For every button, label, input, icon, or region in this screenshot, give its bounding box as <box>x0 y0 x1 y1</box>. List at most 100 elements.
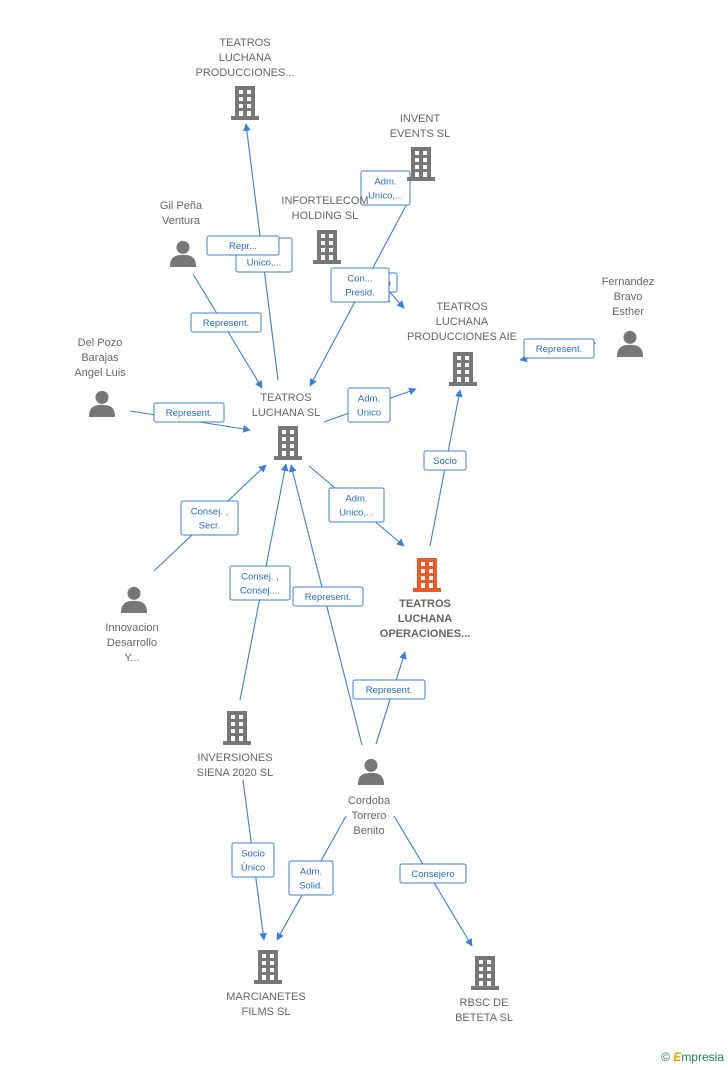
edge-label-text: Consej. , <box>191 507 229 518</box>
edge-label-box <box>328 487 385 523</box>
edge-label-box <box>206 235 280 256</box>
edge-label-box <box>153 402 225 423</box>
edge-label-text: Socio <box>433 456 457 467</box>
building-icon <box>274 426 302 460</box>
building-icon <box>407 147 435 181</box>
brand-initial: E <box>673 1050 682 1064</box>
node-label: Desarrollo <box>107 637 157 649</box>
node-label: Cordoba <box>348 795 391 807</box>
edge-label[interactable]: Repr... <box>206 235 280 256</box>
edge-label-text: Represent. <box>166 408 212 419</box>
edge-label-text: Unico,... <box>368 191 403 202</box>
edge-label-text: Presid. <box>345 288 375 299</box>
edge-label-text: Con... <box>347 274 372 285</box>
edge-label-box <box>423 450 467 471</box>
edge-label[interactable]: Represent. <box>292 586 364 607</box>
edge-label-box <box>288 860 334 896</box>
node-label: Torrero <box>352 810 387 822</box>
building-icon <box>471 956 499 990</box>
edge-label[interactable]: Adm.Unico <box>347 387 391 423</box>
copyright-symbol: © <box>661 1050 670 1064</box>
node-label: PRODUCCIONES... <box>195 67 294 79</box>
building-icon <box>413 558 441 592</box>
node-label: SIENA 2020 SL <box>197 767 273 779</box>
node-tls[interactable]: TEATROS LUCHANA SL <box>252 392 320 460</box>
edge-label[interactable]: Represent. <box>190 312 262 333</box>
edge-label[interactable]: Consej. , Secr. <box>180 500 239 536</box>
node-tlp[interactable]: TEATROSLUCHANAPRODUCCIONES... <box>195 37 295 120</box>
node-label: TEATROS <box>436 301 487 313</box>
edge-label-text: Consej. , <box>241 572 279 583</box>
edge-label-text: Repr... <box>229 241 257 252</box>
building-icon <box>254 950 282 984</box>
edge-label[interactable]: Represent. <box>523 338 595 359</box>
edge-label-text: Secr. <box>199 521 221 532</box>
edge-label-box <box>360 170 411 206</box>
edge-label-text: Unico,... <box>339 508 374 519</box>
node-tlo[interactable]: TEATROSLUCHANAOPERACIONES... <box>380 558 470 640</box>
node-label: OPERACIONES... <box>380 628 470 640</box>
node-label: LUCHANA <box>436 316 489 328</box>
node-label: Innovacion <box>105 622 158 634</box>
edge-label-box <box>231 842 275 878</box>
node-rbsc[interactable]: RBSC DE BETETA SL <box>455 956 513 1024</box>
edge-label[interactable]: Adm. Unico,... <box>360 170 411 206</box>
edge-label[interactable]: Adm. Unico,... <box>328 487 385 523</box>
edge-labels-layer: Adm. Unico,... Represent. Repr... Adm. Unico,… <box>153 170 595 896</box>
node-label: Esther <box>612 306 644 318</box>
node-label: INVENT <box>400 113 441 125</box>
node-label: BETETA SL <box>455 1012 513 1024</box>
node-label: TEATROS <box>219 37 270 49</box>
edge-label-text: Solid. <box>299 881 323 892</box>
edge-label-text: Único <box>241 863 265 874</box>
edge-label-text: Consejero <box>411 869 454 880</box>
node-label: TEATROS <box>260 392 311 404</box>
edge-label-text: Unico,... <box>247 258 282 269</box>
edge-label[interactable]: Represent. <box>352 679 426 700</box>
node-tlpaie[interactable]: TEATROS LUCHANA PRODUCCIONES AIE <box>407 301 517 386</box>
node-label: Y... <box>124 652 139 664</box>
person-icon <box>616 330 644 357</box>
edge-label[interactable]: Adm. Solid. <box>288 860 334 896</box>
edge-label[interactable]: Represent. <box>153 402 225 423</box>
edge-label[interactable]: Con... Presid. <box>330 267 390 303</box>
node-label: TEATROS <box>399 598 451 610</box>
node-label: MARCIANETES <box>226 991 305 1003</box>
edge-label-text: Adm. <box>345 494 367 505</box>
node-label: Barajas <box>81 352 119 364</box>
node-innov[interactable]: InnovacionDesarrolloY... <box>105 586 159 664</box>
edge-label-text: Adm. <box>300 867 322 878</box>
edge-label-text: Unico <box>357 408 381 419</box>
node-label: RBSC DE <box>460 997 509 1009</box>
node-label: PRODUCCIONES AIE <box>407 331 517 343</box>
edge-label[interactable]: Consej. ,Consej.... <box>229 565 291 601</box>
building-icon <box>449 352 477 386</box>
person-icon <box>120 586 148 613</box>
edge-label-text: Adm. <box>374 177 396 188</box>
node-label: LUCHANA SL <box>252 407 320 419</box>
edge-label-box <box>229 565 291 601</box>
node-label: Ventura <box>162 215 201 227</box>
edge-label-text: Represent. <box>305 592 351 603</box>
brand-name: mpresia <box>681 1050 724 1064</box>
person-icon <box>169 240 197 267</box>
edge-label-box <box>399 863 467 884</box>
node-label: INFORTELECOM <box>281 195 368 207</box>
edge-label-text: Represent. <box>536 344 582 355</box>
edge-label-box <box>523 338 595 359</box>
node-label: Bravo <box>614 291 643 303</box>
edge-label[interactable]: Consejero <box>399 863 467 884</box>
edge-label[interactable]: Socio <box>423 450 467 471</box>
node-label: Angel Luis <box>74 367 126 379</box>
person-icon <box>88 390 116 417</box>
